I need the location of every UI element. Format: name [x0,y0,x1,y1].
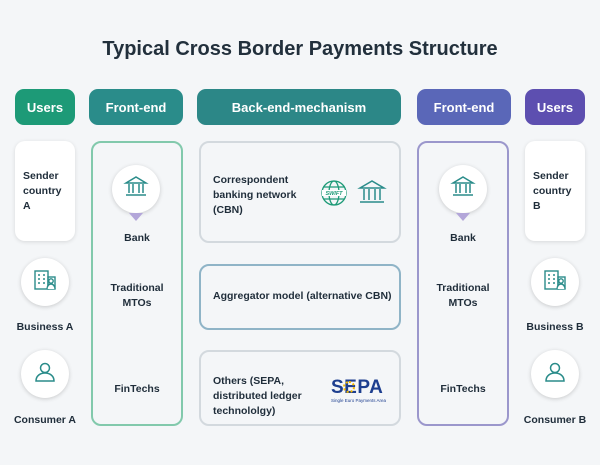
business-a-icon-circle [21,258,69,306]
bank-icon [450,174,476,205]
frontend-left-bank-circle [112,165,160,213]
aggregator-label: Aggregator model (alternative CBN) [213,290,392,302]
swift-globe-icon: SWIFT [319,178,349,213]
aggregator-box: Aggregator model (alternative CBN) [199,264,401,330]
header-backend: Back-end-mechanism [197,89,401,125]
sender-country-a-label: Sender country A [23,169,62,212]
consumer-a-label: Consumer A [13,414,77,426]
business-b-icon-circle [531,258,579,306]
person-icon [32,359,58,390]
bank-icon [357,178,387,213]
header-users-right: Users [525,89,585,125]
consumer-b-icon-circle [531,350,579,398]
frontend-right-frame [417,141,509,426]
frontend-left-fintechs-label: FinTechs [114,383,160,395]
sepa-logo-text: SEPA [331,377,384,398]
sender-country-a-card: Sender country A [15,141,75,241]
frontend-left-bank-label: Bank [124,232,150,244]
page-title: Typical Cross Border Payments Structure [102,38,498,60]
header-users-left: Users [15,89,75,125]
frontend-left-mtos-label: Traditional MTOs [110,282,164,309]
frontend-right-bank-circle [439,165,487,213]
frontend-right-mtos-label: Traditional MTOs [436,282,490,309]
frontend-left-bank-pin [129,213,143,221]
cbn-box: Correspondent banking network (CBN) SWIF… [199,141,401,243]
frontend-right-bank-label: Bank [450,232,476,244]
sepa-logo: SEPA Single Euro Payments Area [331,378,393,404]
sepa-stars-icon [343,381,355,393]
sender-country-b-label: Sender country B [533,169,572,212]
swift-logo-text: SWIFT [325,191,343,197]
frontend-left-frame [91,141,183,426]
header-frontend-right: Front-end [417,89,511,125]
building-icon [542,267,568,298]
building-icon [32,267,58,298]
sender-country-b-card: Sender country B [525,141,585,241]
bank-icon [123,174,149,205]
frontend-right-fintechs-label: FinTechs [440,383,486,395]
person-icon [542,359,568,390]
others-label: Others (SEPA, distributed ledger technol… [213,375,302,417]
sepa-subtitle: Single Euro Payments Area [331,398,387,403]
others-box: Others (SEPA, distributed ledger technol… [199,350,401,426]
consumer-b-label: Consumer B [523,414,587,426]
header-frontend-left: Front-end [89,89,183,125]
frontend-right-bank-pin [456,213,470,221]
consumer-a-icon-circle [21,350,69,398]
business-a-label: Business A [16,321,74,333]
cbn-label: Correspondent banking network (CBN) [213,174,297,216]
business-b-label: Business B [526,321,584,333]
